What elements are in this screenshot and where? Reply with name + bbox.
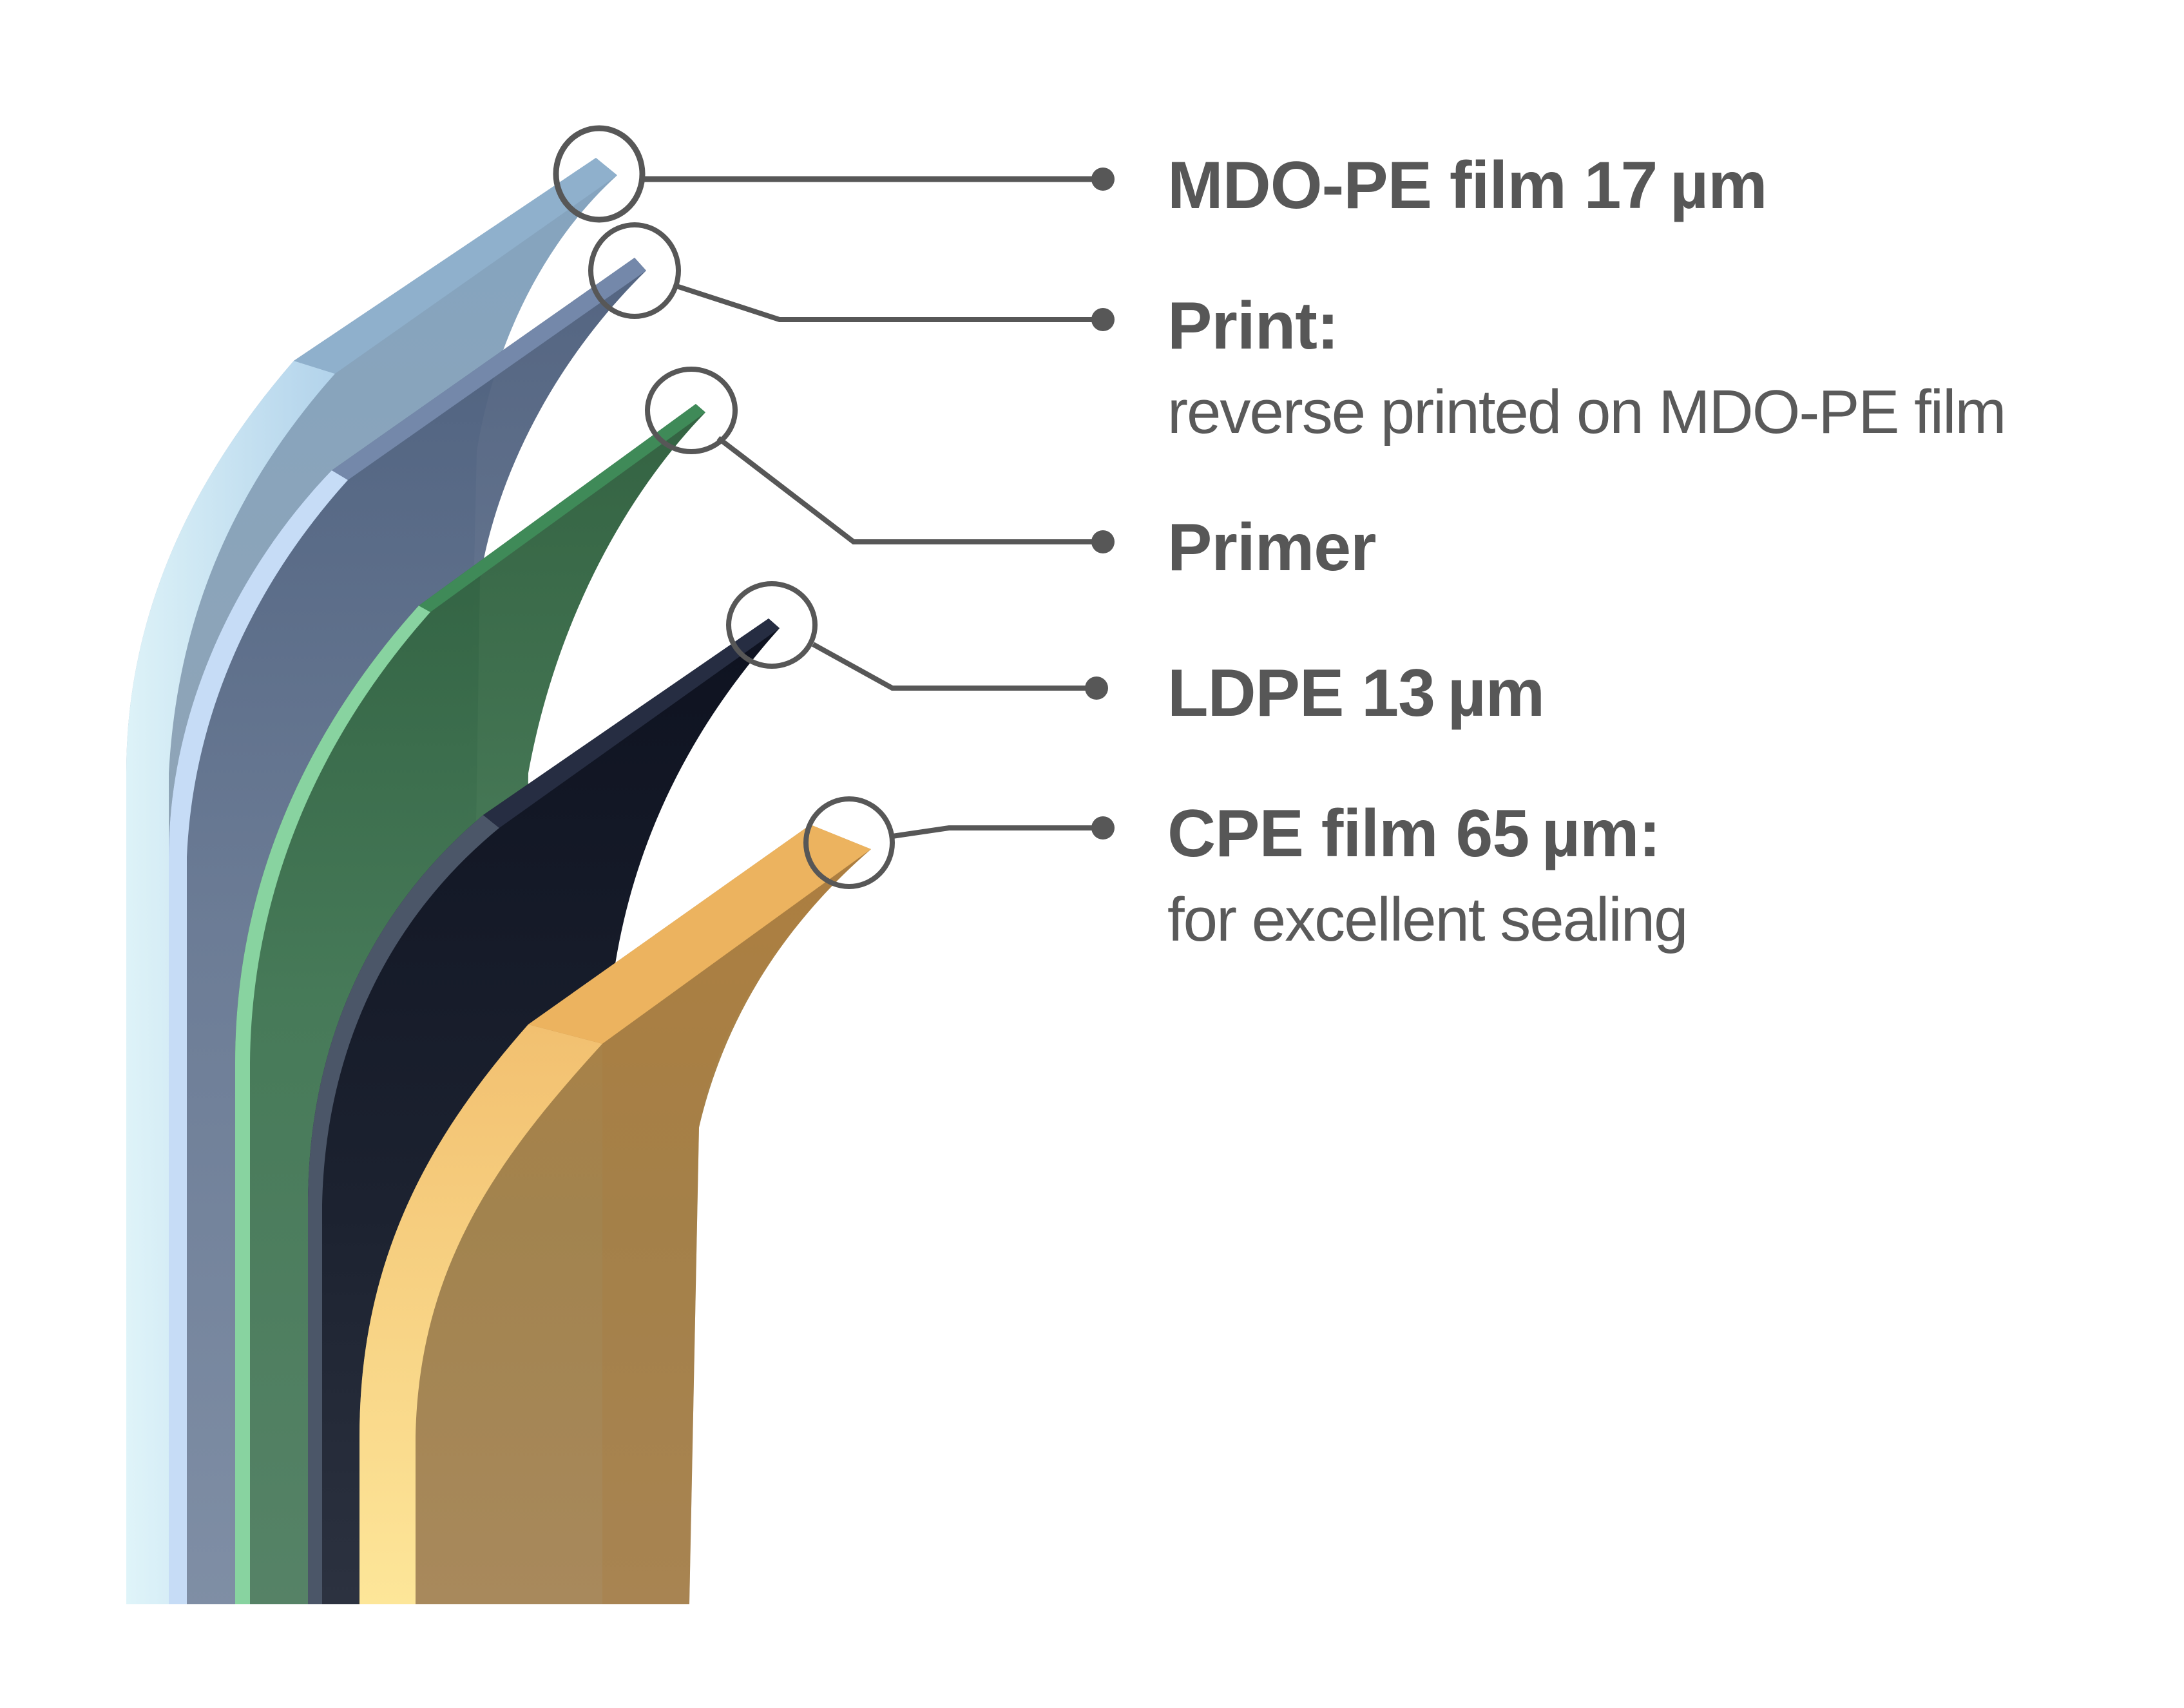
cpe-layer	[359, 825, 871, 1604]
bullet-dot-icon	[1085, 676, 1108, 700]
layer-title: Print:	[1167, 289, 1339, 363]
bullet-dot-icon	[1091, 816, 1115, 840]
layer-title: MDO-PE film 17 µm	[1167, 148, 1768, 223]
bullet-dot-icon	[1091, 530, 1115, 553]
layer-title: LDPE 13 µm	[1167, 656, 1545, 731]
callout-circle-icon	[803, 796, 895, 889]
label-print: Print: reverse printed on MDO-PE film	[1167, 289, 2006, 446]
label-primer: Primer	[1167, 510, 1377, 585]
leader-print	[588, 222, 1102, 322]
callout-circle-icon	[726, 581, 818, 669]
leader-ldpe	[726, 581, 1095, 691]
callout-circle-icon	[553, 125, 646, 223]
leader-mdo-pe	[553, 125, 1102, 223]
label-cpe: CPE film 65 µm: for excellent sealing	[1167, 796, 1688, 954]
bullet-dot-icon	[1091, 168, 1115, 191]
bullet-dot-icon	[1091, 308, 1115, 331]
callout-circle-icon	[645, 367, 738, 454]
layer-subtitle: for excellent sealing	[1167, 885, 1688, 954]
leader-primer	[645, 367, 1102, 544]
callout-circle-icon	[588, 222, 681, 319]
label-ldpe: LDPE 13 µm	[1167, 656, 1545, 731]
layer-title: CPE film 65 µm:	[1167, 796, 1661, 871]
label-mdo-pe: MDO-PE film 17 µm	[1167, 148, 1768, 223]
layer-title: Primer	[1167, 510, 1377, 585]
layer-subtitle: reverse printed on MDO-PE film	[1167, 378, 2006, 446]
leader-cpe	[803, 796, 1102, 889]
